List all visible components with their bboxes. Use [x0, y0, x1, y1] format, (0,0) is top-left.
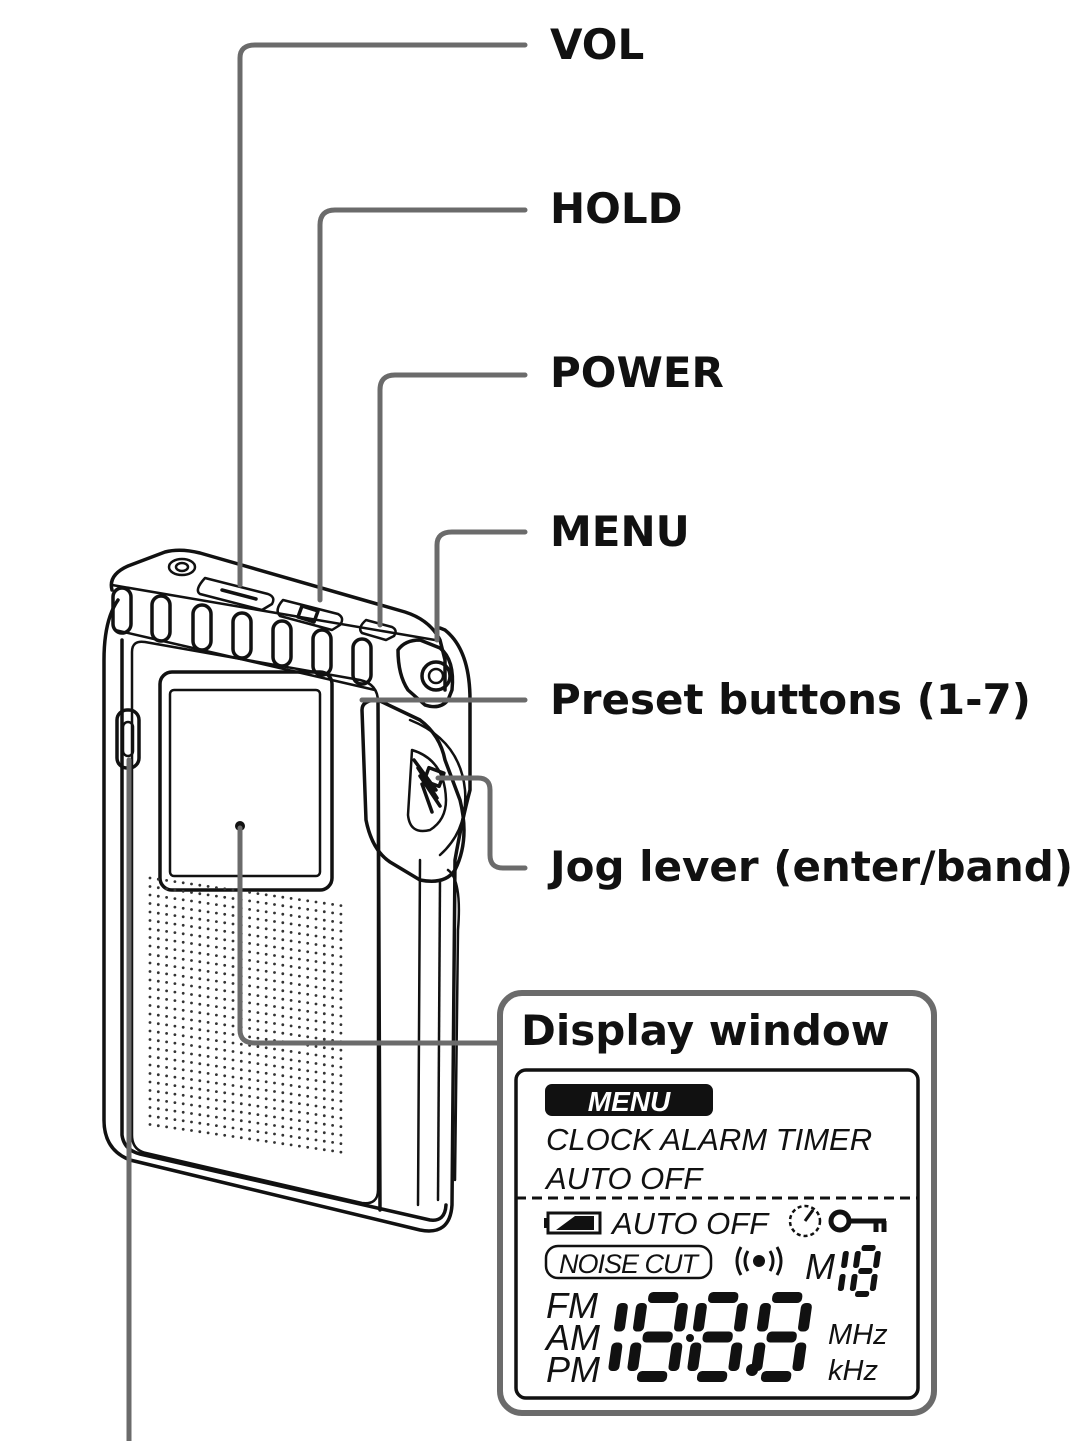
- radio-body: [102, 548, 472, 1233]
- vol-slider[interactable]: [196, 576, 275, 612]
- hold-label: HOLD: [550, 184, 683, 233]
- lcd-digit-4: [751, 1292, 812, 1382]
- jog-lever-label: Jog lever (enter/band): [550, 842, 1074, 891]
- lcd-segment: [728, 1342, 743, 1371]
- lcd-unit-khz: kHz: [828, 1355, 878, 1387]
- lcd-segment: [633, 1303, 647, 1332]
- lcd-segment: [642, 1331, 673, 1343]
- lcd-segment: [841, 1251, 849, 1268]
- menu-label: MENU: [550, 507, 690, 556]
- lcd-colon-dot: [686, 1334, 694, 1342]
- lcd-unit-mhz: MHz: [828, 1319, 888, 1351]
- lcd-segment: [855, 1291, 870, 1297]
- lcd-decimal-point: [746, 1364, 758, 1376]
- lcd-segment: [708, 1292, 739, 1303]
- lcd-segment: [648, 1292, 679, 1303]
- lcd-noise-cut: NOISE CUT: [559, 1249, 701, 1279]
- lcd-segment: [858, 1268, 873, 1274]
- power-button-shape[interactable]: [358, 618, 397, 642]
- lcd-segment-digits: [608, 1245, 881, 1382]
- lcd-segment: [696, 1371, 728, 1382]
- lcd-segment: [627, 1342, 642, 1371]
- preset-buttons-label: Preset buttons (1-7): [550, 675, 1031, 724]
- lcd-segment: [798, 1303, 812, 1332]
- lcd-segment: [687, 1342, 702, 1371]
- lcd-menu-badge-text: MENU: [588, 1086, 671, 1117]
- lcd-band-fm: FM: [546, 1285, 598, 1326]
- lcd-segment: [614, 1303, 628, 1332]
- lcd-segment: [636, 1371, 668, 1382]
- lcd-menu-badge: [545, 1084, 713, 1116]
- lcd-mem-digit-2: [849, 1245, 881, 1297]
- lcd-line1: CLOCK ALARM TIMER: [546, 1122, 872, 1157]
- lcd-segment: [853, 1251, 861, 1268]
- lcd-segment: [766, 1331, 797, 1343]
- lcd-segment: [869, 1274, 878, 1291]
- lcd-segment: [757, 1303, 771, 1332]
- lcd-digit-1: [608, 1303, 628, 1371]
- stereo-icon: [735, 1246, 783, 1276]
- lcd-segment: [837, 1274, 846, 1291]
- leader-lines: [126, 42, 528, 1441]
- menu-side-button[interactable]: [396, 638, 455, 709]
- lcd-segment: [792, 1342, 807, 1371]
- preset-buttons[interactable]: [111, 586, 373, 686]
- lcd-segment: [873, 1251, 881, 1268]
- lcd-segment: [772, 1292, 803, 1303]
- battery-icon: [544, 1211, 602, 1235]
- display-window-label: Display window: [521, 1006, 890, 1055]
- lcd-segment: [693, 1303, 707, 1332]
- lcd-status-auto-off: AUTO OFF: [610, 1206, 770, 1241]
- power-label: POWER: [550, 348, 724, 397]
- display-window-box: MENU CLOCK ALARM TIMER AUTO OFF AUTO OFF…: [497, 990, 937, 1416]
- clock-icon: [788, 1204, 822, 1238]
- lcd-segment: [751, 1342, 766, 1371]
- lcd-segment: [668, 1342, 683, 1371]
- lcd-mem-label: M: [805, 1246, 835, 1287]
- lcd-band-am: AM: [544, 1317, 600, 1358]
- hold-switch[interactable]: [276, 598, 344, 632]
- lcd-segment: [674, 1303, 688, 1332]
- lcd-segment: [702, 1331, 733, 1343]
- lcd-segment: [861, 1245, 876, 1251]
- speaker-grille: [148, 876, 343, 1154]
- lcd-segment: [849, 1274, 858, 1291]
- lcd-segment: [760, 1371, 792, 1382]
- lcd-noise-cut-frame: [544, 1244, 713, 1280]
- vol-label: VOL: [550, 20, 645, 69]
- lcd-segment: [608, 1342, 623, 1371]
- lcd-line2: AUTO OFF: [544, 1161, 704, 1196]
- lcd-mem-digit-1: [837, 1251, 849, 1291]
- lcd-digit-2: [627, 1292, 688, 1382]
- key-icon: [828, 1209, 887, 1233]
- lcd-segment: [734, 1303, 748, 1332]
- lcd-band-pm: PM: [546, 1349, 600, 1390]
- lcd-digit-3: [687, 1292, 748, 1382]
